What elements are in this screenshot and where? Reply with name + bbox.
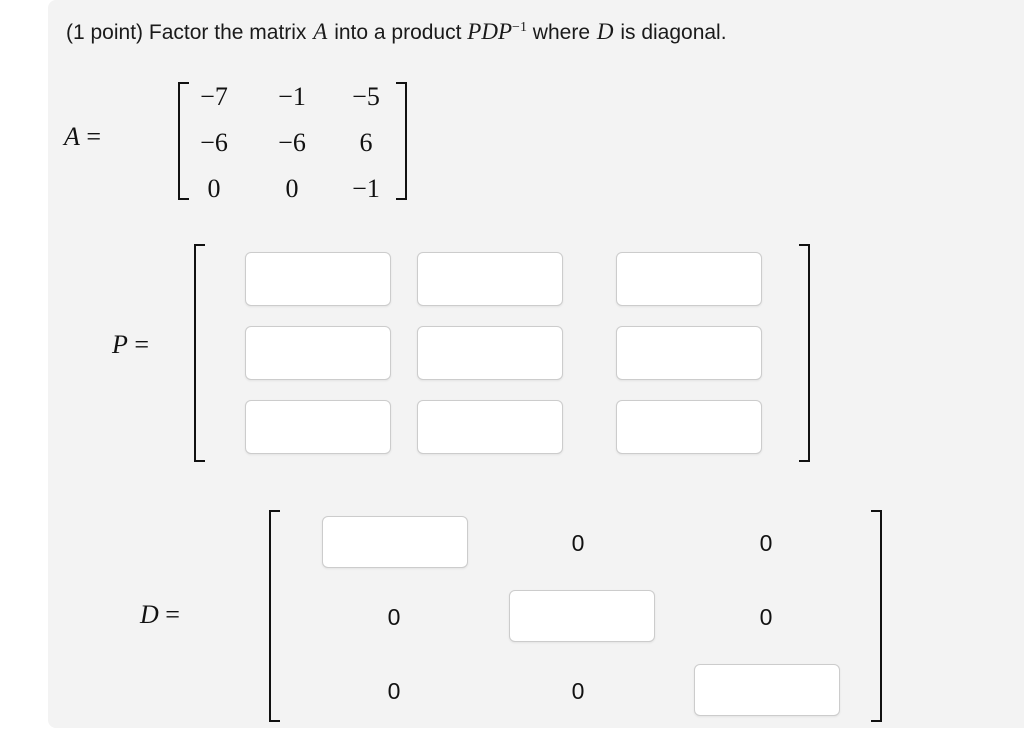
matrix-d-zero-r3c2: 0 [571,678,585,704]
bracket-cap-top [871,510,882,512]
bracket-cap-top [799,244,810,246]
matrix-p-input-r3c1[interactable] [245,400,391,454]
bracket-cap-top [269,510,280,512]
prompt-text-1: Factor the matrix [148,21,307,44]
matrix-a-cell: 6 [359,128,373,157]
matrix-d-zero-r1c3: 0 [759,530,773,556]
matrix-d-zero-r1c2: 0 [571,530,585,556]
prompt-product-d: D [481,19,498,44]
matrix-a-cell: −1 [278,82,306,111]
matrix-d-label-var: D [140,600,159,629]
matrix-p-input-r3c2[interactable] [417,400,563,454]
bracket-cap-bottom [871,720,882,722]
bracket-cap-top [194,244,205,246]
bracket-cap-bottom [178,198,189,200]
matrix-d-right-bracket [868,510,882,722]
prompt-var-d: D [596,19,614,44]
prompt-product-exponent: −1 [512,20,527,35]
matrix-d-label: D = [140,600,180,630]
matrix-p-input-r2c3[interactable] [616,326,762,380]
problem-statement: (1 point) Factor the matrix A into a pro… [66,18,727,47]
matrix-p-label-equals: = [134,330,150,359]
matrix-a-cell: −1 [352,174,380,203]
matrix-a-left-bracket [178,82,192,200]
matrix-p-label: P = [112,330,149,360]
matrix-d-zero-r3c1: 0 [387,678,401,704]
bracket-cap-bottom [269,720,280,722]
bracket-cap-top [396,82,407,84]
bracket-cap-bottom [194,460,205,462]
prompt-var-a: A [313,19,328,44]
matrix-p-left-bracket [194,244,208,462]
matrix-a-cell: −5 [352,82,380,111]
matrix-d: D = 0 0 0 0 0 0 [48,500,1024,728]
matrix-a-label-equals: = [86,122,102,151]
matrix-d-input-r3c3[interactable] [694,664,840,716]
matrix-p-input-r1c3[interactable] [616,252,762,306]
prompt-text-4: is diagonal. [620,21,727,44]
bracket-cap-bottom [799,460,810,462]
points-label: (1 point) [66,21,144,44]
matrix-a-cell: 0 [207,174,221,203]
matrix-a-right-bracket [393,82,407,200]
bracket-cap-top [178,82,189,84]
matrix-a-label: A = [64,122,101,152]
matrix-a: A = −7 −1 −5 −6 −6 6 0 0 −1 [48,70,1024,220]
prompt-product-p2: P [497,19,513,44]
matrix-a-label-var: A [64,122,80,151]
matrix-d-label-equals: = [165,600,180,629]
matrix-a-cell: −7 [200,82,228,111]
matrix-d-zero-r2c1: 0 [387,604,401,630]
prompt-text-2: into a product [334,21,462,44]
matrix-a-cell: −6 [278,128,306,157]
matrix-d-left-bracket [269,510,283,722]
problem-panel: (1 point) Factor the matrix A into a pro… [48,0,1024,728]
bracket-cap-bottom [396,198,407,200]
matrix-p-input-r2c2[interactable] [417,326,563,380]
matrix-d-input-r2c2[interactable] [509,590,655,642]
matrix-p-input-r3c3[interactable] [616,400,762,454]
prompt-product-p1: P [467,19,482,44]
matrix-p-input-r1c1[interactable] [245,252,391,306]
matrix-p-right-bracket [796,244,810,462]
matrix-d-zero-r2c3: 0 [759,604,773,630]
matrix-a-cell: 0 [285,174,299,203]
matrix-p-input-r1c2[interactable] [417,252,563,306]
matrix-d-input-r1c1[interactable] [322,516,468,568]
matrix-p-input-r2c1[interactable] [245,326,391,380]
matrix-a-cell: −6 [200,128,228,157]
prompt-text-3: where [532,21,590,44]
matrix-p-label-var: P [112,330,128,359]
matrix-p: P = [48,238,1024,468]
